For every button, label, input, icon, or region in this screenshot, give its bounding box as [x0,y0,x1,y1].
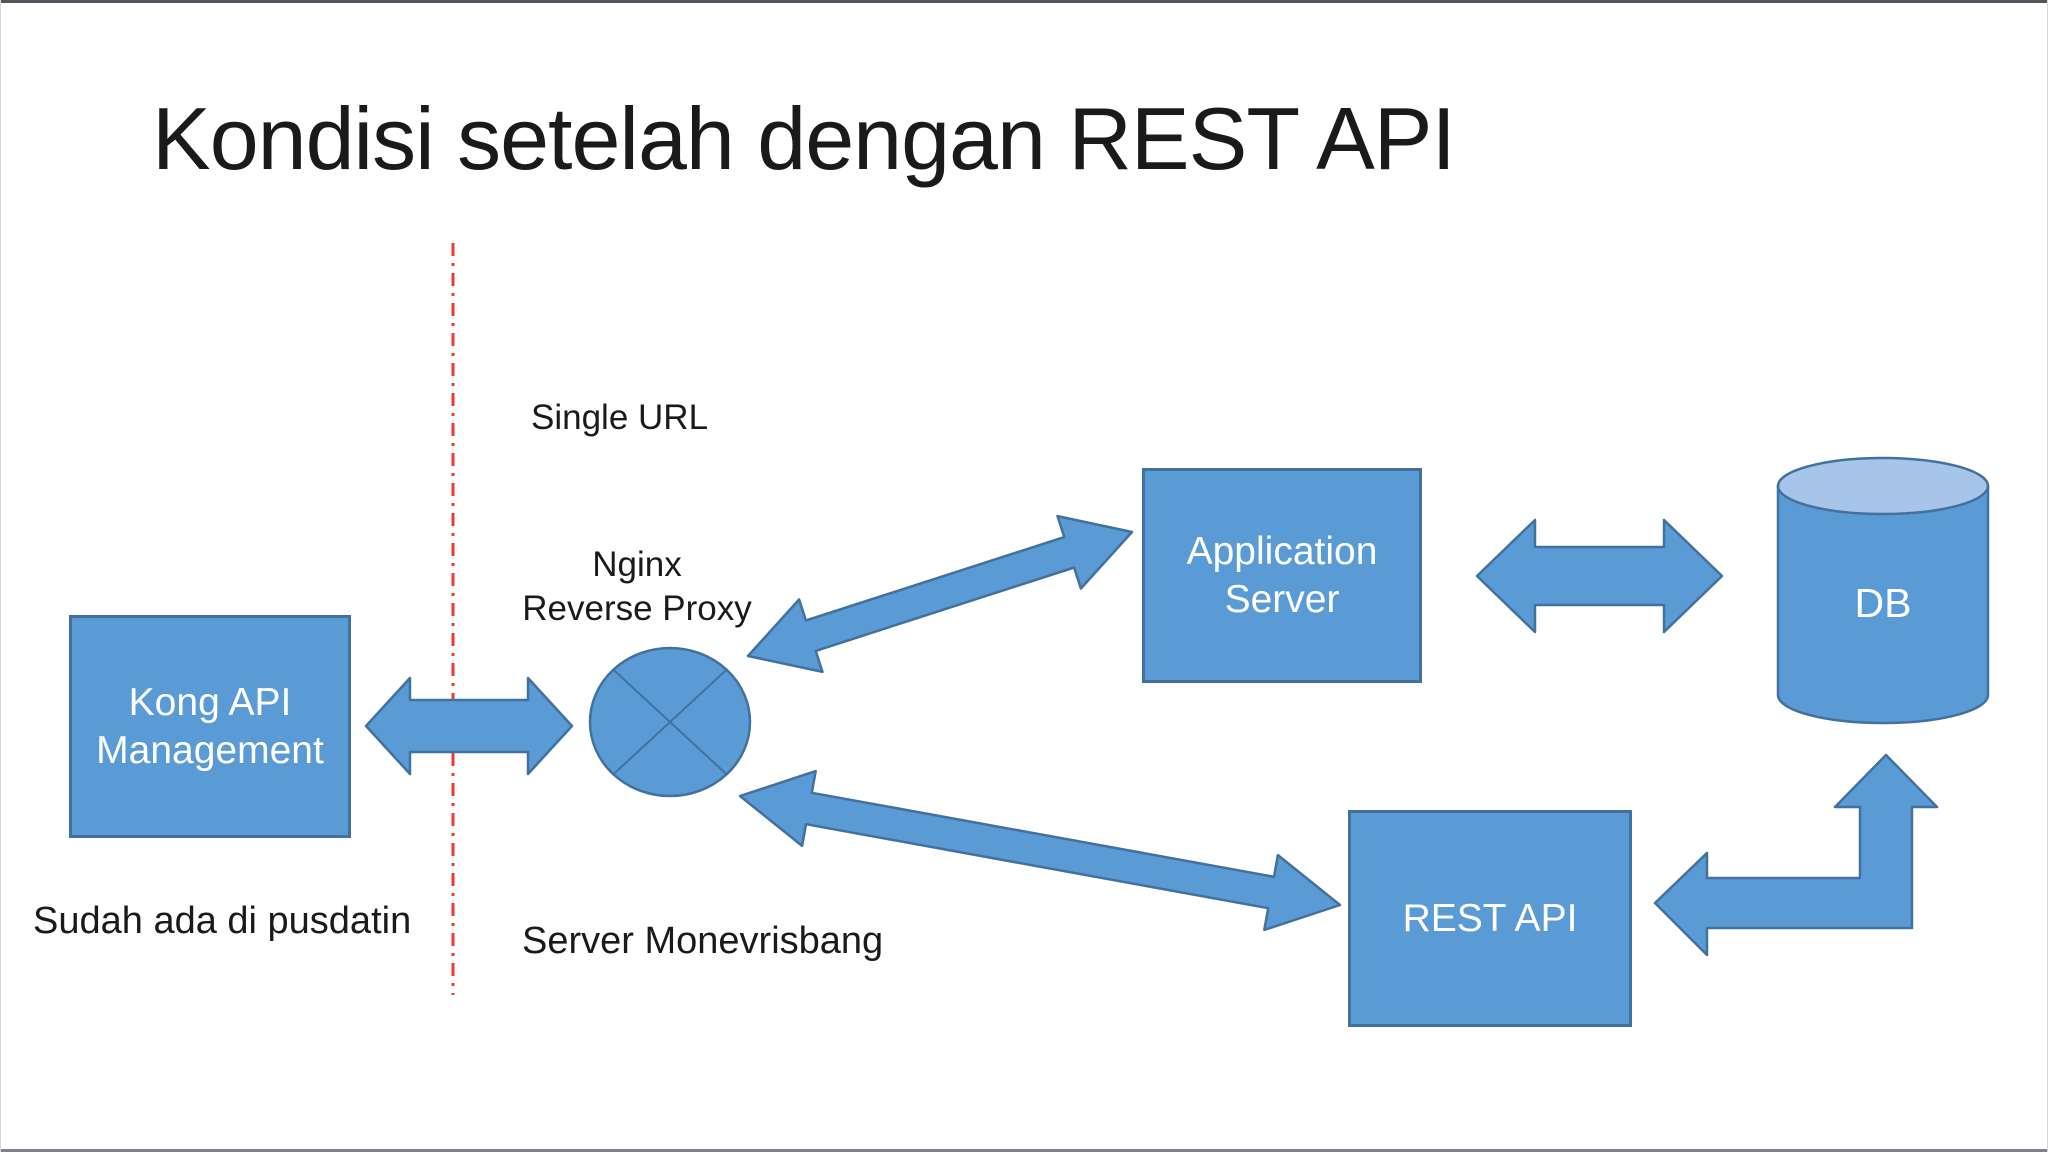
node-rest-api: REST API [1348,810,1632,1027]
label-nginx-reverse-proxy: Nginx Reverse Proxy [497,543,777,631]
slide-title: Kondisi setelah dengan REST API [152,89,1456,188]
label-single-url: Single URL [531,398,709,437]
arrow-restapi-db [1653,753,1939,957]
node-label-line: Management [96,728,324,772]
frame-bottom-line [0,1149,2048,1152]
db-cylinder-icon [1776,456,1990,725]
arrow-appserver-db [1475,518,1724,634]
label-sudah-ada-di-pusdatin: Sudah ada di pusdatin [33,900,412,942]
arrow-nginx-appserver [746,514,1134,674]
node-label-line: REST API [1402,896,1578,940]
node-label-line: Server [1224,577,1340,621]
node-application-server: Application Server [1142,468,1422,683]
frame-left-line [0,0,1,1152]
label-server-monevrisbang: Server Monevrisbang [522,920,884,962]
nginx-node-x-mark [612,668,728,776]
nginx-node-icon [588,646,752,798]
node-label-line: Kong API [128,680,292,724]
label-nginx-line2: Reverse Proxy [522,589,752,628]
arrow-kong-nginx [364,676,574,776]
db-cylinder-top [1776,456,1990,516]
label-nginx-line1: Nginx [592,545,682,584]
node-db-label: DB [1854,580,1912,626]
node-kong-api-management: Kong API Management [69,615,351,838]
node-label-line: Application [1186,529,1378,573]
frame-top-line [0,0,2048,3]
arrow-nginx-restapi [738,769,1342,932]
db-cylinder-body [1776,484,1990,725]
